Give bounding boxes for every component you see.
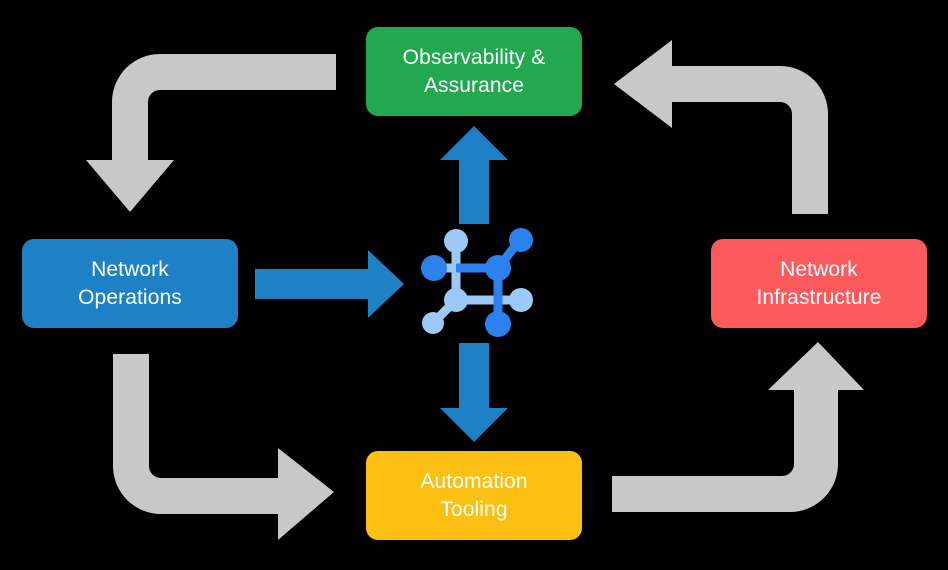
node-automation-tooling[interactable]: Automation Tooling bbox=[366, 451, 582, 540]
node-network-infrastructure[interactable]: Network Infrastructure bbox=[711, 239, 927, 328]
node-observability-assurance[interactable]: Observability & Assurance bbox=[366, 27, 582, 116]
arrow-operations-to-center bbox=[255, 250, 404, 318]
arrow-operations-to-automation bbox=[113, 354, 334, 540]
node-network-operations[interactable]: Network Operations bbox=[22, 239, 238, 328]
arrow-infrastructure-to-observability bbox=[614, 40, 828, 214]
arrow-automation-to-infrastructure bbox=[612, 342, 864, 512]
arrow-center-to-automation bbox=[440, 343, 508, 442]
arrow-center-to-observability bbox=[440, 126, 508, 224]
arrow-observability-to-operations bbox=[86, 54, 336, 212]
